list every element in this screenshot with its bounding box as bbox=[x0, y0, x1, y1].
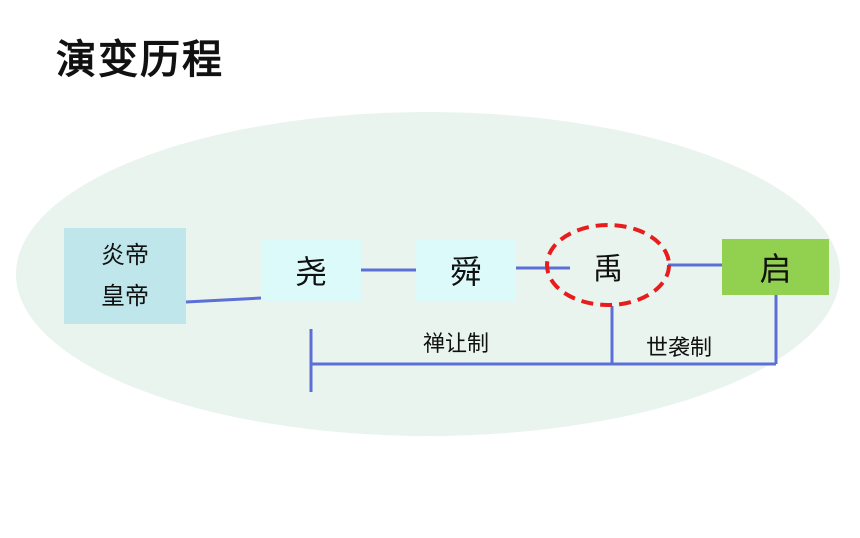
label-shanrang: 禅让制 bbox=[423, 332, 490, 357]
highlight-circle bbox=[545, 223, 671, 307]
node-yandi-line2: 皇帝 bbox=[101, 282, 149, 310]
node-yao: 尧 bbox=[261, 239, 361, 301]
node-yandi-huangdi: 炎帝 皇帝 bbox=[64, 228, 186, 324]
node-qi: 启 bbox=[722, 239, 829, 295]
connector-yandi-yao bbox=[185, 296, 262, 304]
node-shun: 舜 bbox=[416, 239, 516, 301]
node-yandi-line1: 炎帝 bbox=[101, 241, 149, 270]
label-shixi: 世袭制 bbox=[646, 336, 713, 361]
node-yu: 禹 bbox=[593, 252, 623, 287]
page-title: 演变历程 bbox=[56, 37, 224, 83]
